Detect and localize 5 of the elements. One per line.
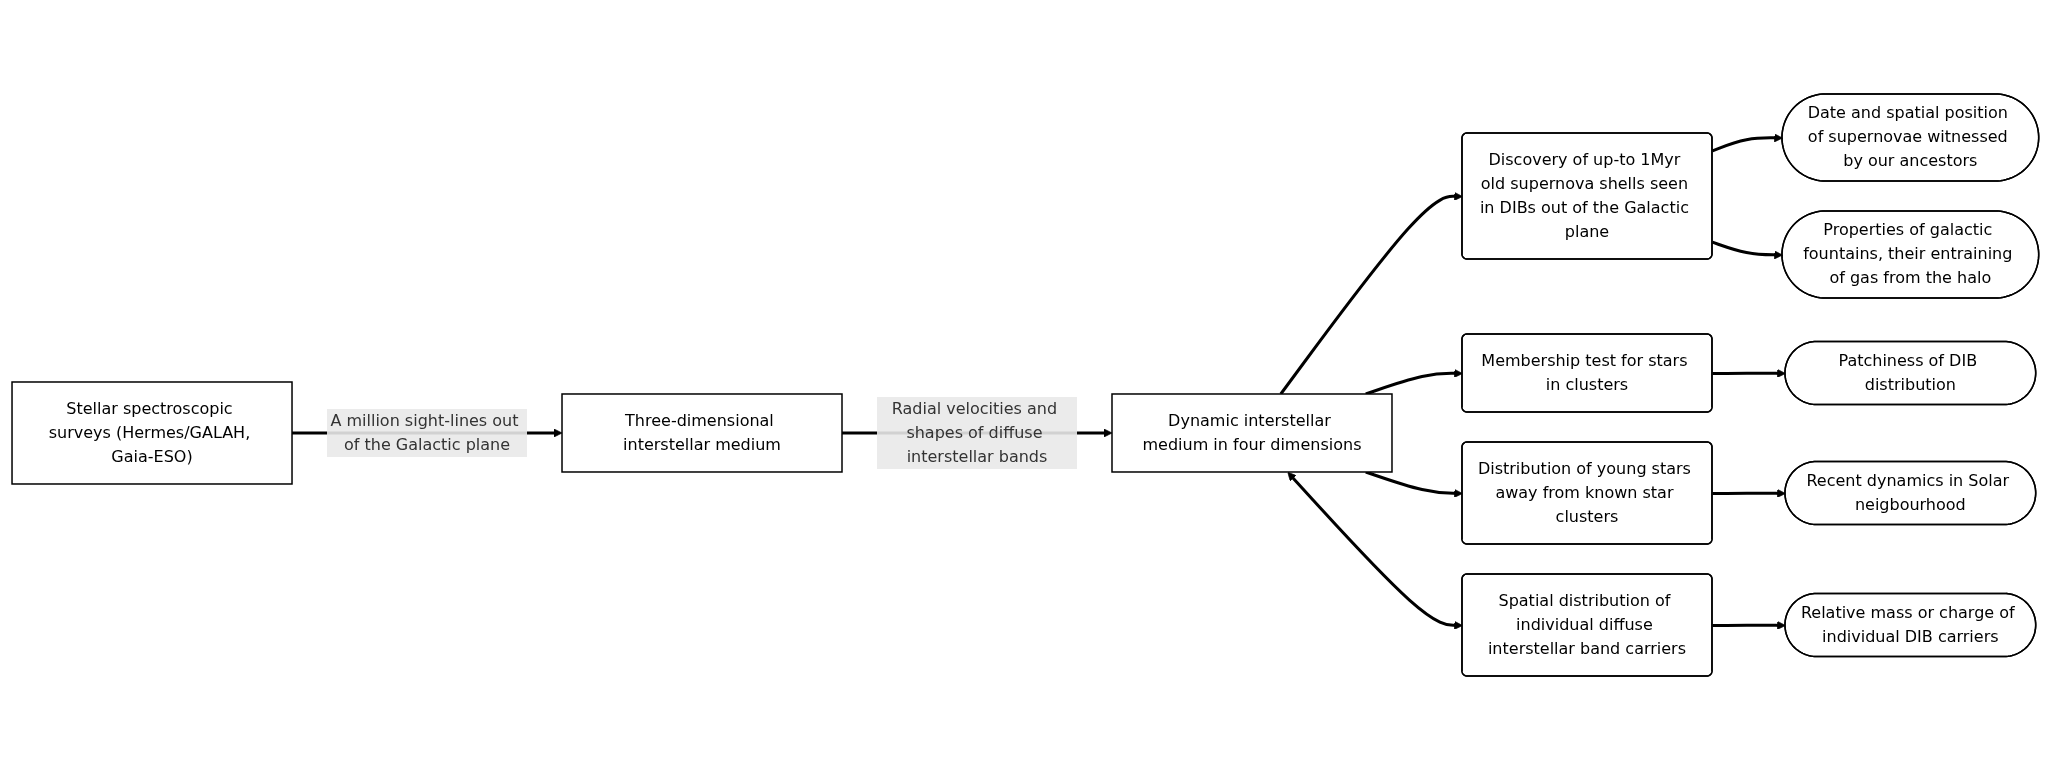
node-box: Three-dimensional interstellar medium <box>560 392 843 473</box>
edge-label: A million sight-lines out of the Galactic plane <box>330 410 519 454</box>
edge-label: Radial velocities and shapes of diffuse interstellar bands <box>891 398 1057 466</box>
node-box: Stellar spectroscopic surveys (Hermes/GALAH, Gaia-ESO) <box>10 380 293 485</box>
node-box: Dynamic interstellar medium in four dimensions <box>1110 392 1393 473</box>
